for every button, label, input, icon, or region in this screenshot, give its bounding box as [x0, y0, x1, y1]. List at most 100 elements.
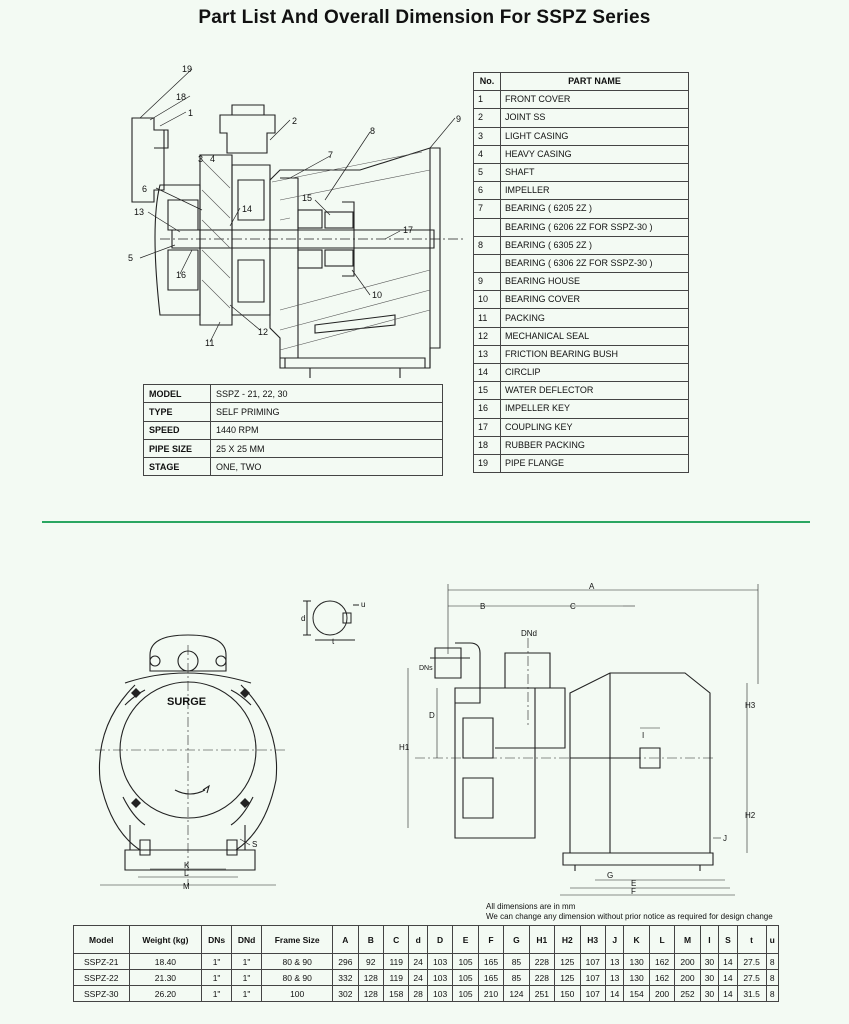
callout-14: 14	[242, 204, 252, 214]
parts-header-no: No.	[473, 71, 501, 92]
part-name: WATER DEFLECTOR	[500, 381, 689, 401]
part-number: 13	[473, 344, 501, 365]
callout-4: 4	[210, 154, 215, 164]
dim-cell: 1"	[230, 953, 263, 970]
spec-key: PIPE SIZE	[143, 438, 211, 459]
part-number: 17	[473, 417, 501, 437]
dim-cell: 21.30	[128, 969, 203, 986]
callout-6: 6	[142, 184, 147, 194]
dim-cell: 24	[408, 953, 428, 970]
part-name: FRICTION BEARING BUSH	[500, 344, 689, 365]
spec-value: SELF PRIMING	[210, 402, 443, 422]
dim-cell: 130	[623, 953, 650, 970]
dim-header-cell: M	[674, 925, 701, 954]
part-number	[473, 253, 501, 274]
part-name: BEARING HOUSE	[500, 272, 689, 292]
part-name: LIGHT CASING	[500, 126, 689, 146]
callout-11: 11	[205, 338, 214, 348]
dim-cell: 251	[528, 985, 556, 1002]
dimension-note: All dimensions are in mm We can change a…	[486, 902, 773, 922]
dim-header-cell: S	[718, 925, 738, 954]
part-number: 11	[473, 308, 501, 328]
dim-label-f: F	[631, 887, 636, 896]
dim-cell: 119	[382, 969, 410, 986]
callout-8: 8	[370, 126, 375, 136]
callout-7: 7	[328, 150, 333, 160]
part-number: 15	[473, 381, 501, 401]
parts-row: BEARING ( 6206 2Z FOR SSPZ-30 )	[473, 217, 689, 237]
dim-cell: 125	[554, 969, 581, 986]
dim-cell: 105	[452, 953, 479, 970]
dim-label-j: J	[723, 834, 727, 843]
callout-15: 15	[302, 193, 312, 203]
dim-header-cell: F	[477, 925, 505, 954]
dim-cell: 124	[503, 985, 530, 1002]
dim-cell: 150	[554, 985, 581, 1002]
dim-label-dns: DNs	[419, 665, 433, 672]
callout-18: 18	[176, 92, 186, 102]
dim-cell: 130	[623, 969, 650, 986]
callout-17: 17	[403, 225, 413, 235]
dim-cell: 14	[604, 985, 625, 1002]
dim-label-b: B	[480, 602, 485, 611]
dim-cell: 200	[674, 953, 701, 970]
part-name: IMPELLER	[500, 181, 689, 201]
dim-label-l: L	[184, 869, 189, 878]
shaft-key-detail: d u t	[301, 600, 365, 645]
dim-cell: 28	[408, 985, 428, 1002]
dim-cell: 85	[503, 953, 530, 970]
dim-cell: 80 & 90	[261, 953, 334, 970]
dim-header-cell: t	[736, 925, 767, 954]
part-number: 14	[473, 362, 501, 383]
dim-cell: 80 & 90	[261, 969, 334, 986]
spec-key: SPEED	[143, 420, 211, 440]
part-name: BEARING ( 6306 2Z FOR SSPZ-30 )	[500, 253, 689, 274]
part-number: 16	[473, 399, 501, 419]
spec-key: MODEL	[143, 383, 211, 404]
dim-cell: 14	[718, 985, 738, 1002]
dim-cell: 200	[674, 969, 701, 986]
part-name: BEARING ( 6206 2Z FOR SSPZ-30 )	[500, 217, 689, 237]
dim-cell: 125	[554, 953, 581, 970]
dim-cell: 8	[765, 969, 780, 986]
dim-label-d-diameter: D	[429, 711, 435, 720]
dim-cell: SSPZ-22	[73, 969, 130, 986]
dim-cell: 200	[648, 985, 676, 1002]
dim-cell: 24	[408, 969, 428, 986]
dim-cell: 332	[332, 969, 359, 986]
part-name: BEARING ( 6305 2Z )	[500, 235, 689, 255]
part-number: 6	[473, 181, 501, 201]
dim-cell: 228	[528, 953, 556, 970]
dim-cell: 100	[261, 985, 334, 1002]
dim-cell: 13	[604, 969, 625, 986]
part-number	[473, 217, 501, 237]
dim-header-cell: H1	[528, 925, 556, 954]
spec-key: STAGE	[143, 457, 211, 477]
dim-header-cell: I	[699, 925, 720, 954]
part-number: 7	[473, 199, 501, 219]
callout-16: 16	[176, 270, 186, 280]
dim-cell: 107	[579, 969, 606, 986]
part-number: 8	[473, 235, 501, 255]
dim-label-h1: H1	[399, 743, 410, 752]
dim-header-cell: Frame Size	[261, 925, 334, 954]
dim-cell: 128	[357, 985, 385, 1002]
part-number: 4	[473, 144, 501, 164]
parts-row: BEARING ( 6306 2Z FOR SSPZ-30 )	[473, 253, 689, 274]
callout-13: 13	[134, 207, 144, 217]
dim-label-e: E	[631, 879, 636, 888]
dim-cell: 26.20	[128, 985, 203, 1002]
dim-header-cell: u	[765, 925, 780, 954]
dim-cell: 165	[477, 953, 505, 970]
part-number: 2	[473, 108, 501, 128]
part-number: 18	[473, 435, 501, 455]
dim-header-cell: Model	[73, 925, 130, 954]
